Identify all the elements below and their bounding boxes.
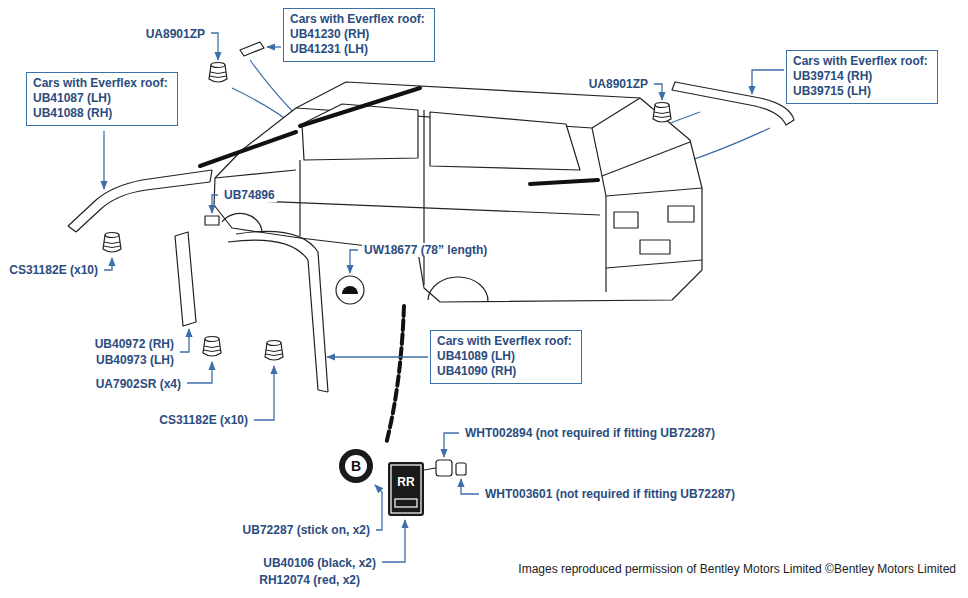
part-label: UW18677 (78” length) <box>362 243 489 257</box>
part-label: UA7902SR (x4) <box>94 377 183 391</box>
leader-lines <box>187 362 212 383</box>
part-number: UB41090 (RH) <box>437 364 575 379</box>
badges <box>391 465 421 513</box>
badges <box>395 499 417 507</box>
copyright-note: Images reproduced permission of Bentley … <box>516 562 958 576</box>
part-label: UB40972 (RH) <box>93 337 176 351</box>
leader-lines <box>212 195 218 213</box>
trim-parts <box>318 390 328 392</box>
trim-parts <box>336 276 364 304</box>
car-outline <box>222 213 262 232</box>
trim-parts <box>342 286 358 294</box>
leader-lines <box>327 356 428 357</box>
badges <box>345 455 367 477</box>
car-outline <box>214 82 702 302</box>
seal-strokes <box>200 132 296 166</box>
trim-parts <box>68 170 212 232</box>
leader-lines <box>180 329 189 352</box>
car-outline <box>606 260 702 268</box>
grommets <box>103 63 671 361</box>
badges <box>436 460 452 476</box>
grommets <box>203 337 221 357</box>
grommets <box>265 341 283 361</box>
leader-lines <box>752 70 784 94</box>
car-outline <box>214 82 702 302</box>
car-outline <box>302 104 418 160</box>
badge-letter: B <box>351 459 361 473</box>
car-outline <box>430 112 580 170</box>
leader-lines <box>104 258 112 270</box>
badges <box>424 468 436 470</box>
part-label: UB74896 <box>222 188 277 202</box>
grommets <box>209 63 227 83</box>
badges <box>339 449 466 516</box>
part-number: UB41087 (LH) <box>33 91 171 106</box>
part-label: CS31182E (x10) <box>157 413 250 427</box>
part-label: UB72287 (stick on, x2) <box>241 523 372 537</box>
car-outline <box>602 176 702 196</box>
callout-box: Cars with Everflex roof:UB41230 (RH)UB41… <box>283 8 435 62</box>
leader-lines <box>461 479 479 494</box>
part-label: WHT003601 (not required if fitting UB722… <box>483 487 737 501</box>
leader-lines <box>444 433 459 457</box>
car-outline <box>428 277 488 302</box>
part-label: UA8901ZP <box>587 77 650 91</box>
car-outline <box>215 170 296 178</box>
part-number: UB41089 (LH) <box>437 349 575 364</box>
leader-lines <box>104 33 784 562</box>
badges <box>339 449 373 483</box>
car-outline <box>232 200 600 215</box>
badge-monogram: RR <box>397 475 414 489</box>
part-label: RH12074 (red, x2) <box>257 573 362 587</box>
leader-lines <box>350 250 358 273</box>
car-outline <box>605 196 606 292</box>
trim-parts <box>672 82 794 125</box>
part-number: UB41230 (RH) <box>290 27 428 42</box>
seal-strokes <box>530 180 598 184</box>
callout-heading: Cars with Everflex roof: <box>793 54 931 69</box>
seal-strokes <box>386 306 404 444</box>
badges <box>388 462 424 516</box>
trim-parts <box>205 216 219 225</box>
leader-lines <box>382 520 405 562</box>
trim-parts <box>236 231 328 392</box>
trim-parts <box>68 170 212 226</box>
part-label: CS31182E (x10) <box>7 263 100 277</box>
car-outline <box>640 240 670 254</box>
car-outline <box>668 206 694 222</box>
part-number: UB41088 (RH) <box>33 106 171 121</box>
part-label: UB40973 (LH) <box>94 353 176 367</box>
leader-lines <box>254 366 274 420</box>
part-label: UB40106 (black, x2) <box>261 556 378 570</box>
car-outline <box>592 128 690 176</box>
part-label: UA8901ZP <box>144 27 207 41</box>
leader-lines <box>654 84 662 100</box>
badges <box>456 463 466 475</box>
callout-box: Cars with Everflex roof:UB41087 (LH)UB41… <box>26 72 178 126</box>
part-label: WHT002894 (not required if fitting UB722… <box>463 426 717 440</box>
part-number: UB41231 (LH) <box>290 42 428 57</box>
leader-lines <box>375 485 382 530</box>
trim-parts <box>228 240 318 390</box>
leader-lines <box>267 46 281 47</box>
car-outline <box>614 212 638 228</box>
trim-parts <box>240 42 264 56</box>
part-number: UB39715 (LH) <box>793 84 931 99</box>
seal-strokes <box>300 88 420 126</box>
callout-heading: Cars with Everflex roof: <box>290 12 428 27</box>
grommets <box>103 233 121 253</box>
callout-heading: Cars with Everflex roof: <box>437 334 575 349</box>
grommets <box>653 103 671 123</box>
callout-box: Cars with Everflex roof:UB41089 (LH)UB41… <box>430 330 582 384</box>
trim-parts <box>175 232 196 326</box>
callout-heading: Cars with Everflex roof: <box>33 76 171 91</box>
seal-strokes <box>200 88 598 444</box>
part-number: UB39714 (RH) <box>793 69 931 84</box>
callout-box: Cars with Everflex roof:UB39714 (RH)UB39… <box>786 50 938 104</box>
trim-parts <box>76 182 210 232</box>
leader-lines <box>103 131 104 189</box>
leader-lines <box>211 33 218 60</box>
